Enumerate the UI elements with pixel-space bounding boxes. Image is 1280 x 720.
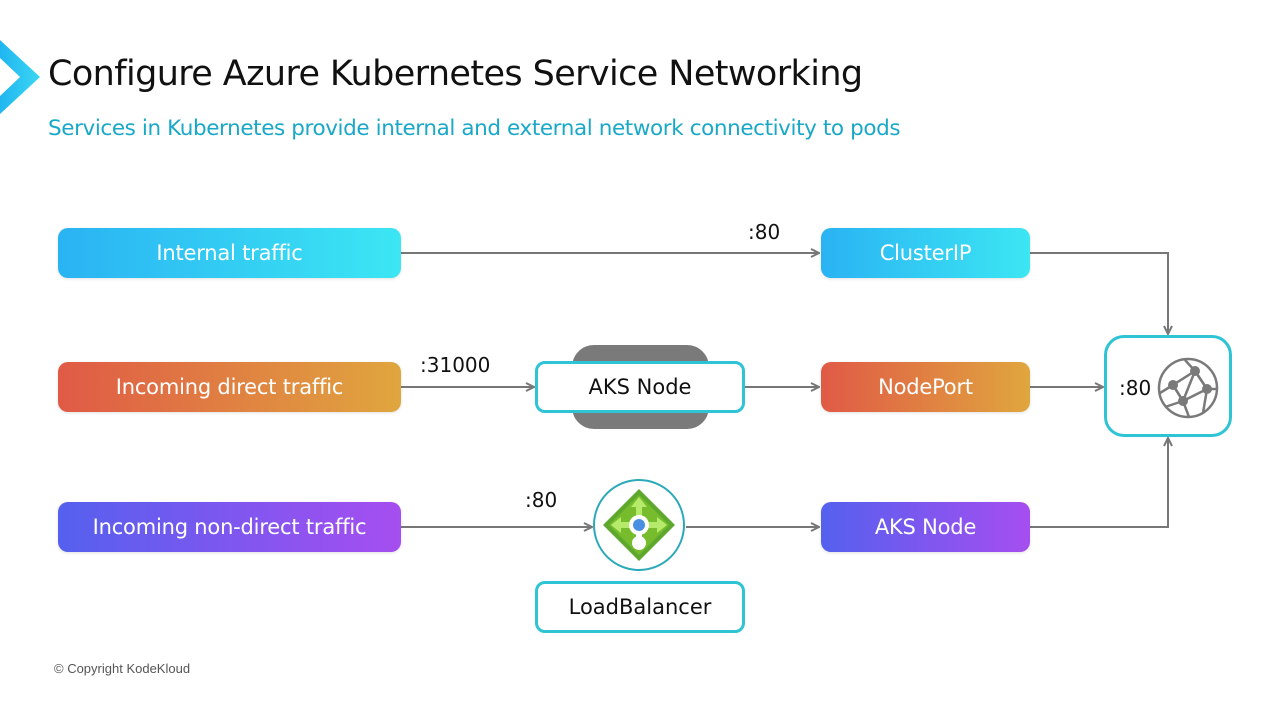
internal-traffic-box: Internal traffic xyxy=(58,228,401,278)
aks-node-box: AKS Node xyxy=(535,361,745,413)
page-title: Configure Azure Kubernetes Service Netwo… xyxy=(48,54,863,94)
load-balancer-icon xyxy=(603,489,675,561)
incoming-direct-traffic-box: Incoming direct traffic xyxy=(58,362,401,412)
aks-node-service-box: AKS Node xyxy=(821,502,1030,552)
globe-network-icon xyxy=(1157,357,1219,419)
nodeport-service-box: NodePort xyxy=(821,362,1030,412)
port-label-loadbalancer: :80 xyxy=(525,488,558,512)
chevron-logo-icon xyxy=(0,40,40,114)
pod-port-label: :80 xyxy=(1119,376,1152,400)
arrow-clusterip-to-pod xyxy=(1030,252,1168,334)
clusterip-service-box: ClusterIP xyxy=(821,228,1030,278)
port-label-internal: :80 xyxy=(748,220,781,244)
pod-target-box: :80 xyxy=(1104,335,1232,437)
page-subtitle: Services in Kubernetes provide internal … xyxy=(48,116,901,141)
loadbalancer-label-box: LoadBalancer xyxy=(535,581,745,633)
incoming-non-direct-traffic-box: Incoming non-direct traffic xyxy=(58,502,401,552)
arrow-aksnode-to-pod xyxy=(1030,438,1168,528)
copyright-footer: © Copyright KodeKloud xyxy=(54,661,191,676)
port-label-nodeport: :31000 xyxy=(420,353,491,377)
load-balancer-icon-circle xyxy=(593,479,685,571)
